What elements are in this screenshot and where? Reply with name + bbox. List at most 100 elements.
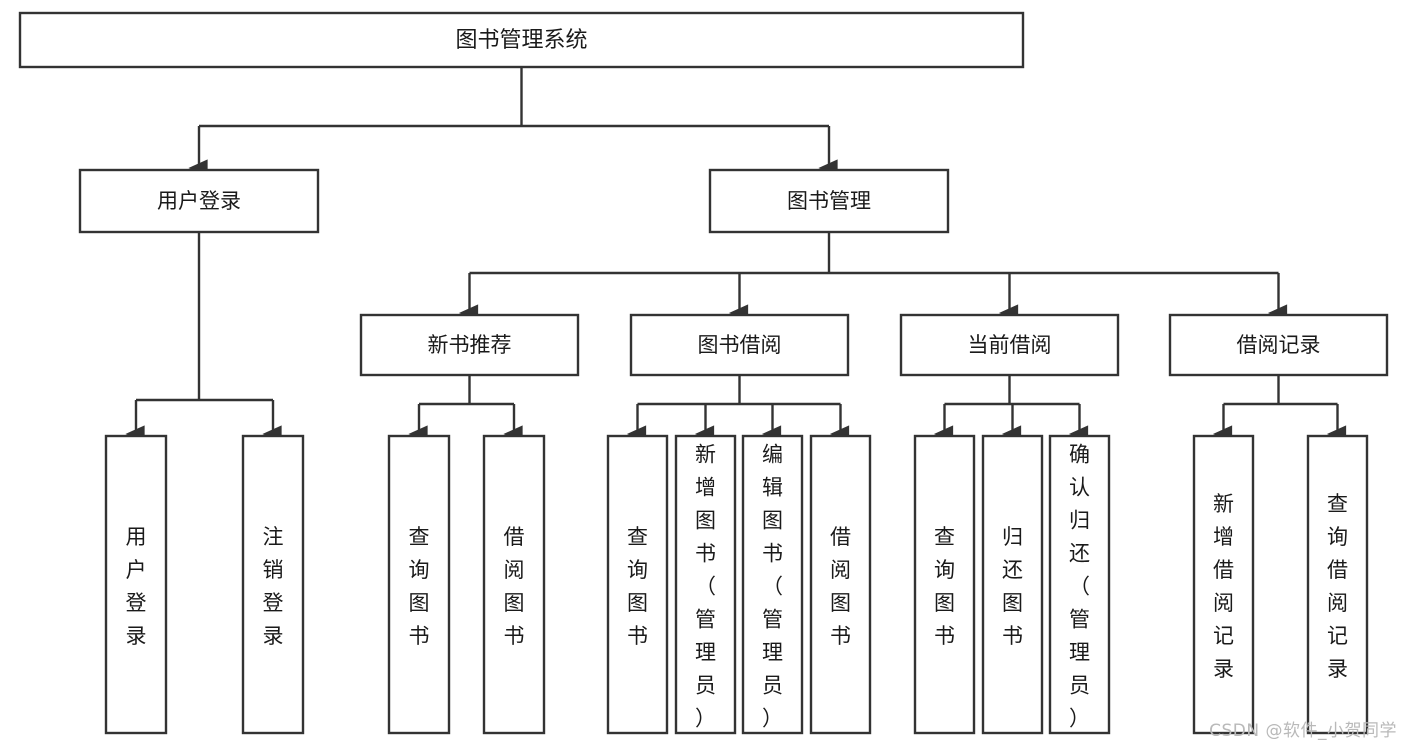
node-leaf-return-book: 归还图书归还图书 (981, 434, 1044, 735)
node-label-char: 新 (695, 443, 716, 467)
node-leaf-user-logout: 注销登录注销登录 (241, 434, 305, 735)
node-label-char: 查 (409, 525, 430, 549)
node-label-char: （ (1069, 575, 1090, 599)
node-label-char: 确 (1069, 443, 1090, 467)
node-label-char: 书 (627, 624, 648, 648)
node-borrow-record: 借阅记录 (1168, 313, 1389, 377)
node-label: 图书管理 (787, 189, 871, 213)
node-box (241, 434, 305, 735)
node-box (708, 168, 950, 234)
node-box (674, 434, 737, 735)
node-label-char: 图 (627, 591, 648, 615)
node-label-char: 询 (934, 558, 955, 582)
node-label-char: 查 (627, 525, 648, 549)
node-book-borrow: 图书借阅 (629, 313, 850, 377)
node-label-char: 查 (934, 525, 955, 549)
node-label-char: 还 (1002, 558, 1023, 582)
node-label-char: ） (695, 707, 716, 731)
node-label-char: 还 (1069, 542, 1090, 566)
node-leaf-borrow-book-1: 借阅图书借阅图书 (482, 434, 546, 735)
node-leaf-user-login: 用户登录用户登录 (104, 434, 168, 735)
node-label: 图书管理系统 (455, 28, 587, 53)
node-label-char: 书 (762, 542, 783, 566)
node-box (913, 434, 976, 735)
node-box (606, 434, 669, 735)
node-label-char: 理 (1069, 641, 1090, 665)
node-label-char: 员 (695, 674, 716, 698)
node-label-char: 归 (1069, 509, 1090, 533)
node-label-char: 员 (1069, 674, 1090, 698)
node-box (899, 313, 1120, 377)
node-label-char: 阅 (504, 558, 525, 582)
node-leaf-borrow-book-2: 借阅图书借阅图书 (809, 434, 872, 735)
node-box (78, 168, 320, 234)
node-box (1048, 434, 1111, 735)
node-book-management: 图书管理 (708, 168, 950, 234)
node-label: 图书借阅 (698, 333, 782, 357)
node-label-char: 图 (762, 509, 783, 533)
node-box (18, 11, 1025, 69)
node-leaf-query-book-2: 查询图书查询图书 (606, 434, 669, 735)
node-label-char: 录 (1327, 657, 1348, 681)
node-label-char: 编 (762, 443, 783, 467)
node-leaf-query-book-3: 查询图书查询图书 (913, 434, 976, 735)
node-box (1168, 313, 1389, 377)
node-label-char: 询 (627, 558, 648, 582)
node-label-char: 阅 (1327, 591, 1348, 615)
node-label-char: 记 (1213, 624, 1234, 648)
node-label-char: 增 (1213, 525, 1234, 549)
node-label-char: 记 (1327, 624, 1348, 648)
node-label-char: 归 (1002, 525, 1023, 549)
node-label-char: 查 (1327, 492, 1348, 516)
node-label-char: 阅 (830, 558, 851, 582)
node-label-char: ） (1069, 707, 1090, 731)
node-box (1192, 434, 1255, 735)
node-label-char: 辑 (762, 476, 783, 500)
node-label-char: 用 (126, 525, 147, 549)
node-label-char: 阅 (1213, 591, 1234, 615)
node-layer: 图书管理系统用户登录图书管理用户登录用户登录注销登录注销登录新书推荐查询图书查询… (18, 11, 1389, 735)
node-label-char: 书 (934, 624, 955, 648)
node-box (629, 313, 850, 377)
node-label-char: 登 (126, 591, 147, 615)
node-label-char: 借 (1327, 558, 1348, 582)
node-label-char: 录 (263, 624, 284, 648)
node-label-char: 书 (1002, 624, 1023, 648)
node-label-char: 销 (263, 558, 284, 582)
node-label-char: 图 (830, 591, 851, 615)
node-box (809, 434, 872, 735)
node-box (387, 434, 451, 735)
node-label-char: 管 (1069, 608, 1090, 632)
node-label-char: （ (762, 575, 783, 599)
node-label-char: （ (695, 575, 716, 599)
node-label-char: 借 (830, 525, 851, 549)
csdn-watermark: CSDN @软件_小贺同学 (1209, 721, 1397, 741)
node-label-char: 认 (1069, 476, 1090, 500)
node-user-login: 用户登录 (78, 168, 320, 234)
node-label-char: 图 (934, 591, 955, 615)
node-label-char: 录 (1213, 657, 1234, 681)
node-label-char: 理 (695, 641, 716, 665)
node-label-char: 书 (409, 624, 430, 648)
connector-layer (125, 67, 1347, 443)
node-label-char: 图 (695, 509, 716, 533)
node-box (359, 313, 580, 377)
node-label-char: 增 (695, 476, 716, 500)
node-label-char: 户 (126, 558, 147, 582)
node-label-char: 注 (263, 525, 284, 549)
node-box (741, 434, 804, 735)
node-label-char: 图 (409, 591, 430, 615)
node-new-book-recommend: 新书推荐 (359, 313, 580, 377)
node-current-borrow: 当前借阅 (899, 313, 1120, 377)
node-label-char: 管 (695, 608, 716, 632)
node-leaf-query-book-1: 查询图书查询图书 (387, 434, 451, 735)
node-label-char: 借 (1213, 558, 1234, 582)
node-leaf-query-borrow-record: 查询借阅记录查询借阅记录 (1306, 434, 1369, 735)
node-box (981, 434, 1044, 735)
node-label-char: 员 (762, 674, 783, 698)
node-label-char: 图 (1002, 591, 1023, 615)
node-label: 借阅记录 (1237, 333, 1321, 357)
